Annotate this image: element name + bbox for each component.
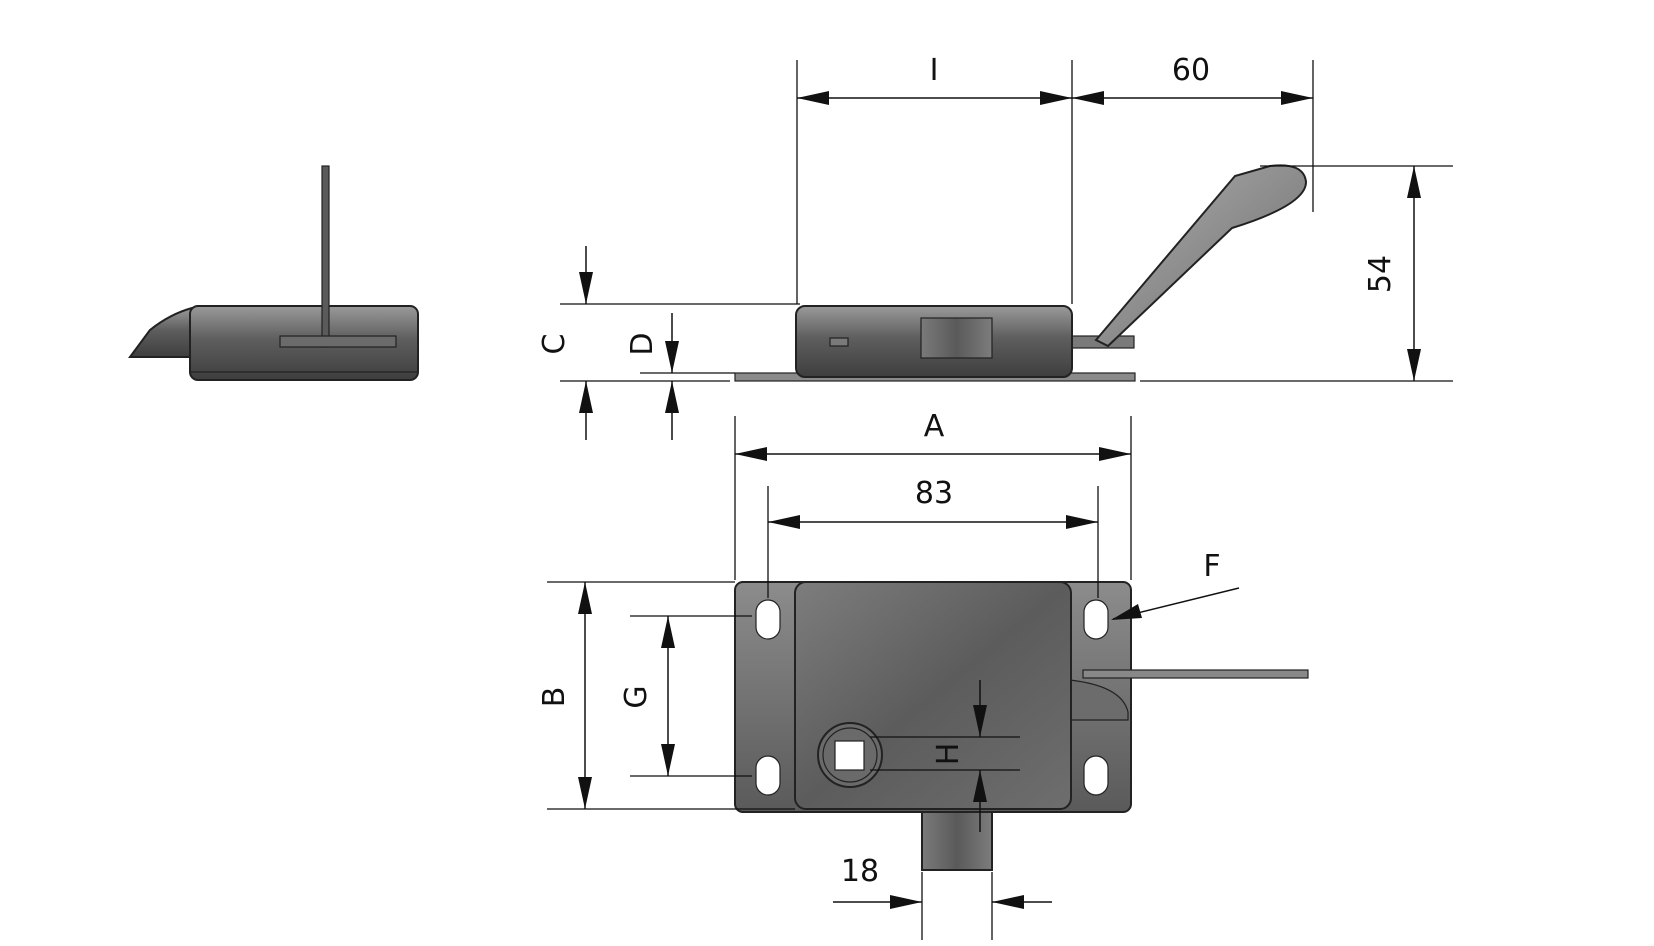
label-60: 60 xyxy=(1172,53,1210,88)
mount-hole-bottom-right xyxy=(1083,755,1109,796)
label-18: 18 xyxy=(841,854,879,889)
elevation-small-slot xyxy=(829,337,849,347)
mechanism-housing xyxy=(1069,679,1129,721)
label-D: D xyxy=(625,332,660,355)
label-I: I xyxy=(930,53,939,88)
plan-lever-arm xyxy=(1082,669,1309,679)
label-F: F xyxy=(1203,549,1220,584)
label-G: G xyxy=(619,685,654,708)
label-54: 54 xyxy=(1363,255,1398,293)
dimension-labels: I 60 54 C D A 83 F B G H 18 xyxy=(537,53,1398,889)
strike-tab xyxy=(921,807,993,871)
dimension-lines xyxy=(547,60,1453,940)
left-view-rod xyxy=(321,165,330,348)
left-view-slot xyxy=(279,335,397,348)
label-H: H xyxy=(931,743,966,766)
left-side-view xyxy=(128,165,419,381)
plan-view xyxy=(734,581,1309,871)
label-A: A xyxy=(924,409,945,444)
mount-hole-top-right xyxy=(1083,599,1109,640)
square-spindle-hole xyxy=(834,740,865,771)
mount-hole-top-left xyxy=(755,599,781,640)
elevation-window xyxy=(920,317,993,359)
front-elevation-view xyxy=(734,164,1308,382)
label-C: C xyxy=(537,334,572,355)
label-83: 83 xyxy=(915,476,953,511)
lever-handle xyxy=(1094,164,1308,348)
latch-tongue xyxy=(128,306,193,358)
label-B: B xyxy=(537,687,572,708)
mount-hole-bottom-left xyxy=(755,755,781,796)
